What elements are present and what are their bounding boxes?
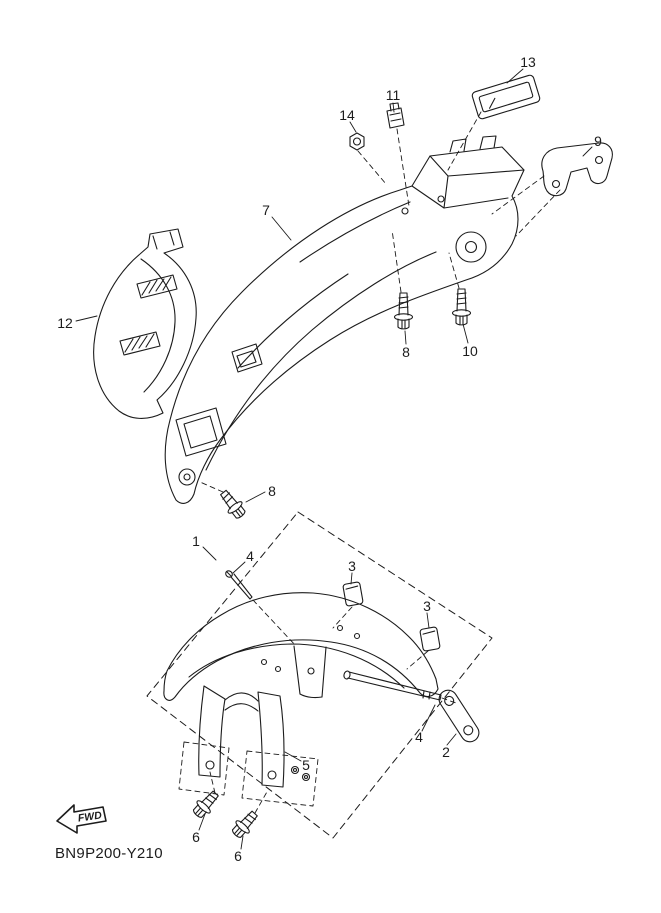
callout-6a: 6 [192, 829, 200, 845]
callout-4-lower: 4 [415, 729, 423, 745]
front-fender [163, 592, 439, 701]
damper-3b [419, 626, 441, 652]
fork-brace [198, 685, 311, 788]
flange-bolt-6b [231, 810, 258, 838]
leader-lines [75, 68, 593, 850]
nut [349, 132, 365, 151]
stay-plate [438, 689, 480, 743]
assembly-boundary-dashed [146, 511, 493, 839]
screw-4-lower [343, 670, 442, 701]
callout-10: 10 [462, 343, 478, 359]
callout-13: 13 [520, 54, 536, 70]
mud-flap [93, 228, 197, 419]
rear-fender [164, 135, 525, 504]
callout-12: 12 [57, 315, 73, 331]
callout-3b: 3 [423, 598, 431, 614]
clip [386, 102, 405, 129]
fwd-arrow-label: FWD [77, 809, 103, 824]
flange-bolt-6a [192, 790, 219, 818]
callout-14: 14 [339, 107, 355, 123]
fwd-arrow [56, 804, 107, 834]
callout-8-upper: 8 [402, 344, 410, 360]
callout-3a: 3 [348, 558, 356, 574]
callout-1: 1 [192, 533, 200, 549]
part-code-label: BN9P200-Y210 [55, 845, 163, 862]
callout-11: 11 [386, 87, 401, 103]
detail-box-dashed-right [241, 750, 319, 807]
callout-6b: 6 [234, 848, 242, 864]
screw-4-upper [225, 570, 253, 600]
detail-box-dashed-left [178, 741, 230, 796]
callout-4-upper: 4 [246, 548, 254, 564]
flange-bolt-8-lower [220, 489, 246, 519]
bracket-stay [541, 142, 613, 197]
reflector [471, 74, 541, 120]
flange-bolt-10 [451, 288, 472, 326]
callout-7: 7 [262, 202, 270, 218]
flange-bolt-8-upper [393, 292, 414, 330]
assembly-axis-lines [199, 111, 561, 814]
callout-9: 9 [594, 133, 602, 149]
callout-8-lower: 8 [268, 483, 276, 499]
callout-5: 5 [302, 757, 310, 773]
damper-3a [342, 581, 364, 607]
callout-2: 2 [442, 744, 450, 760]
